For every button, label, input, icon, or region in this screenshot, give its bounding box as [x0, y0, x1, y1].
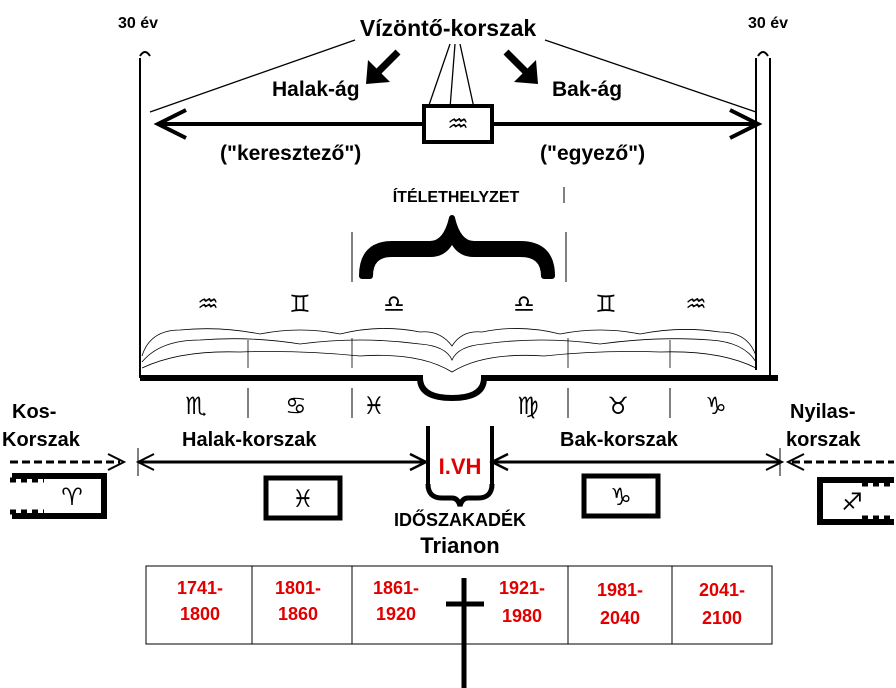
period-cell: 1801- 1860 — [275, 578, 321, 624]
period-end: 1860 — [278, 604, 318, 624]
pisces-box: ♓ — [263, 475, 343, 521]
sagittarius-icon: ♐ — [841, 488, 863, 516]
big-brace-icon — [359, 215, 555, 279]
period-end: 1800 — [180, 604, 220, 624]
period-table: 1741- 1800 1801- 1860 1861- 1920 1921- 1… — [145, 565, 773, 645]
period-end: 1980 — [502, 606, 542, 626]
tilde-left — [139, 51, 151, 57]
capricorn-box: ♑ — [581, 473, 661, 519]
aquarius-era-title: Vízöntő-korszak — [360, 15, 537, 41]
egyezo-label: ("egyező") — [540, 142, 645, 165]
nyilas-arrowhead — [785, 453, 805, 471]
kos-arrowhead — [107, 453, 127, 471]
kos-label-line2: Korszak — [2, 429, 81, 451]
gemini-icon: ♊ — [595, 290, 617, 318]
trianon-label: Trianon — [420, 533, 499, 558]
book-base — [140, 375, 778, 402]
aquarius-icon: ♒ — [197, 290, 219, 318]
libra-icon: ♎ — [383, 290, 405, 318]
capricorn-icon: ♑ — [705, 392, 727, 420]
aries-box: ♈ — [10, 473, 107, 519]
gemini-icon: ♊ — [289, 290, 311, 318]
ivh-label: I.VH — [439, 454, 482, 479]
branch-arrow-head-right — [729, 108, 763, 140]
pisces-icon: ♓ — [292, 485, 314, 513]
taurus-icon: ♉ — [607, 392, 629, 420]
period-start: 2041- — [699, 580, 745, 600]
period-end: 2100 — [702, 608, 742, 628]
virgo-icon: ♍ — [517, 392, 539, 420]
small-brace-icon — [425, 483, 495, 507]
period-cell: 1981- 2040 — [597, 580, 643, 628]
period-end: 2040 — [600, 608, 640, 628]
idoszakadek-label: IDŐSZAKADÉK — [394, 509, 526, 530]
tilde-right — [757, 51, 769, 57]
period-start: 1861- — [373, 578, 419, 598]
thick-arrow-left — [366, 49, 401, 84]
cross-icon — [446, 578, 484, 688]
libra-icon: ♎ — [513, 290, 535, 318]
book-top-symbols: ♒ ♊ ♎ ♎ ♊ ♒ — [197, 290, 707, 318]
scorpio-icon: ♏ — [185, 392, 207, 420]
period-cell: 2041- 2100 — [699, 580, 745, 628]
keresztezo-label: ("keresztező") — [220, 142, 361, 165]
open-book-pages — [141, 328, 757, 373]
aquarius-icon: ♒ — [685, 290, 707, 318]
aries-icon: ♈ — [61, 483, 83, 511]
period-cell: 1861- 1920 — [373, 578, 419, 624]
aquarius-icon: ♒ — [447, 110, 469, 138]
capricorn-icon: ♑ — [610, 483, 632, 511]
nyilas-label-line1: Nyilas- — [790, 401, 856, 423]
period-start: 1801- — [275, 578, 321, 598]
book-bottom-symbols: ♏ ♋ ♓ ♍ ♉ ♑ — [185, 392, 727, 420]
kos-label-line1: Kos- — [12, 401, 56, 423]
sagittarius-box: ♐ — [817, 477, 894, 525]
halak-ag-label: Halak-ág — [272, 78, 360, 101]
halak-korszak-label: Halak-korszak — [182, 429, 317, 451]
bak-right-arrowhead — [765, 453, 785, 471]
period-cell: 1921- 1980 — [499, 578, 545, 626]
branch-arrow-head-left — [153, 108, 187, 140]
bak-ag-label: Bak-ág — [552, 78, 622, 101]
period-start: 1981- — [597, 580, 643, 600]
bak-korszak-label: Bak-korszak — [560, 429, 679, 451]
years-label-right: 30 év — [748, 15, 788, 32]
itelet-label: ÍTÉLETHELYZET — [393, 187, 520, 206]
cancer-icon: ♋ — [285, 392, 307, 420]
zodiac-separators — [247, 388, 671, 418]
pisces-icon: ♓ — [363, 392, 385, 420]
period-cell: 1741- 1800 — [177, 578, 223, 624]
nyilas-label-line2: korszak — [786, 429, 861, 451]
period-start: 1741- — [177, 578, 223, 598]
period-end: 1920 — [376, 604, 416, 624]
period-start: 1921- — [499, 578, 545, 598]
aquarius-box — [422, 104, 494, 144]
fan-lines — [149, 39, 757, 113]
thick-arrow-right — [503, 49, 538, 84]
years-label-left: 30 év — [118, 15, 158, 32]
